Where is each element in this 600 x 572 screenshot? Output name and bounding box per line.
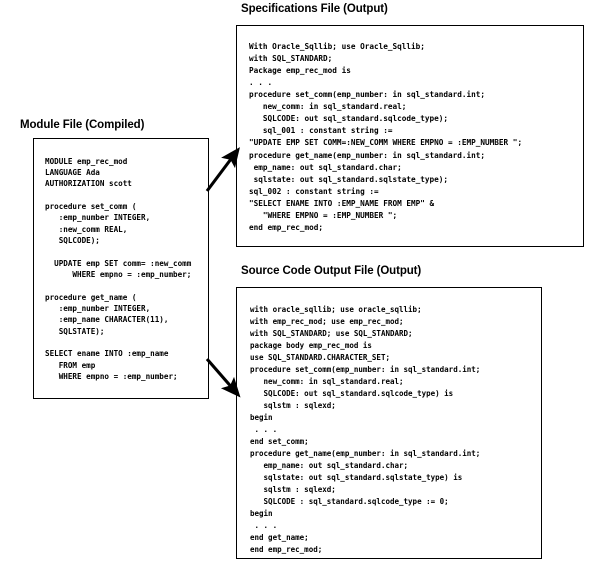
specifications-file-code: With Oracle_Sqllib; use Oracle_Sqllib; w… [249,41,523,233]
source-code-output-file-box: with oracle_sqllib; use oracle_sqllib; w… [236,287,542,559]
source-code-output-file-title: Source Code Output File (Output) [241,265,422,277]
module-file-code: MODULE emp_rec_mod LANGUAGE Ada AUTHORIZ… [45,156,192,382]
module-file-box: MODULE emp_rec_mod LANGUAGE Ada AUTHORIZ… [33,138,209,399]
specifications-file-title: Specifications File (Output) [241,3,388,15]
arrow-to-source-code-output-file [205,357,241,398]
module-file-title: Module File (Compiled) [20,119,145,131]
arrow-to-specifications-file [205,147,240,192]
source-code-output-file-code: with oracle_sqllib; use oracle_sqllib; w… [250,304,481,555]
specifications-file-box: With Oracle_Sqllib; use Oracle_Sqllib; w… [236,25,584,247]
